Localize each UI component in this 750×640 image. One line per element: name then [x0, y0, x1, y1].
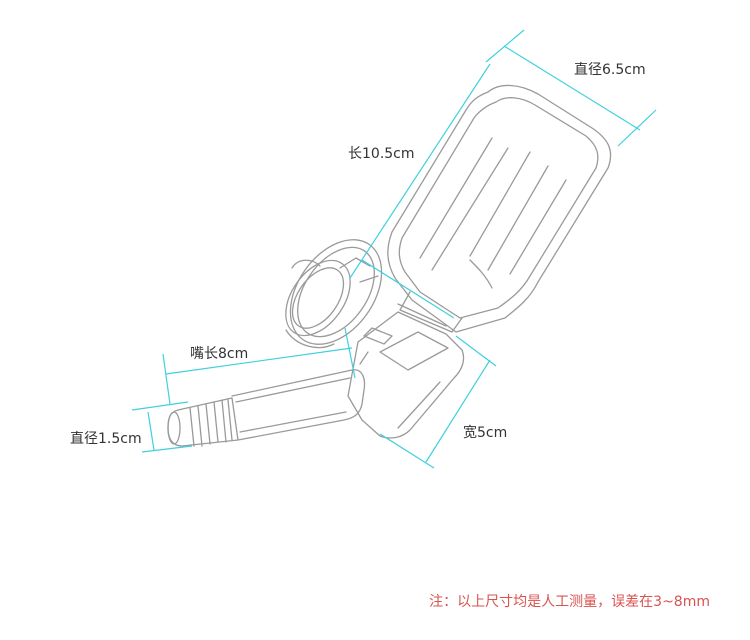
label-diameter-bottle: 直径6.5cm: [574, 61, 646, 78]
dimension-length-bottle: [349, 63, 491, 319]
label-spout-length: 嘴长8cm: [190, 346, 248, 362]
dimension-diameter-spout: [131, 401, 193, 453]
label-diameter-spout: 直径1.5cm: [70, 430, 142, 447]
bottle-cap: [285, 239, 383, 349]
label-width: 宽5cm: [463, 424, 507, 441]
measurement-note: 注：以上尺寸均是人工测量，误差在3~8mm: [429, 594, 710, 610]
label-length-bottle: 长10.5cm: [348, 146, 415, 162]
dimension-diameter-bottle: [485, 29, 657, 147]
dimension-lines: [131, 29, 657, 469]
dimension-width: [379, 335, 497, 469]
water-bottle-sketch: [167, 84, 612, 447]
elbow-connector: [347, 311, 465, 439]
bottle-body: [387, 84, 612, 333]
spout-tube: [231, 369, 366, 441]
dimension-spout-length: [162, 327, 356, 405]
spout-tip: [167, 397, 239, 447]
